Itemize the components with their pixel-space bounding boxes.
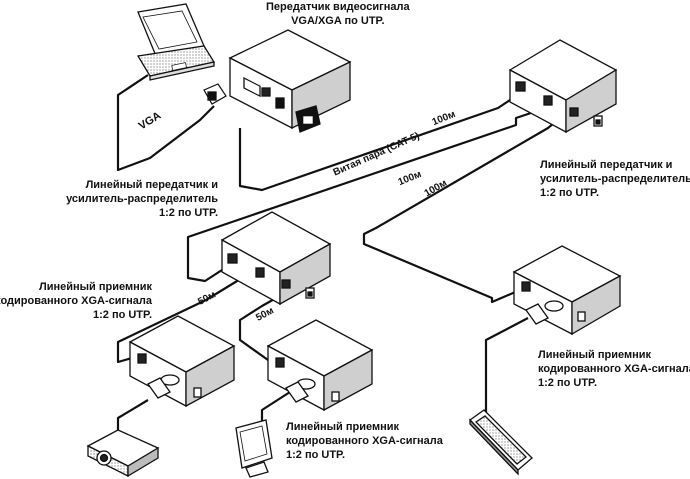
vga-transmitter bbox=[203, 29, 352, 133]
cable-da-to-rx-right bbox=[362, 117, 561, 304]
caption-line: 1:2 по UTP. bbox=[286, 449, 346, 461]
rx-right-caption: Линейный приемник кодированного XGA-сигн… bbox=[538, 348, 690, 390]
caption-line: 1:2 по UTP. bbox=[540, 187, 600, 199]
caption-line: Линейный приемник bbox=[286, 421, 400, 433]
monitor bbox=[235, 419, 273, 478]
caption-line: кодированного XGA-сигнала bbox=[538, 363, 690, 375]
caption-line: кодированного XGA-сигнала bbox=[0, 295, 152, 307]
da-right-caption: Линейный передатчик и усилитель-распреде… bbox=[540, 158, 690, 200]
projector-cable bbox=[116, 399, 149, 430]
caption-line: Линейный приемник bbox=[538, 349, 652, 361]
receiver-middle bbox=[266, 319, 374, 412]
caption-line: усилитель-распределитель bbox=[540, 173, 690, 185]
caption-line: Линейный передатчик и bbox=[85, 179, 218, 191]
rx-bottom-caption: Линейный приемник кодированного XGA-сигн… bbox=[286, 420, 443, 462]
da-left-caption: Линейный передатчик и усилитель-распреде… bbox=[66, 178, 218, 220]
caption-line: Передатчик видеосигнала bbox=[266, 1, 410, 13]
vga-cable bbox=[116, 74, 215, 172]
vga-transmitter-caption: Передатчик видеосигнала VGA/XGA по UTP. bbox=[266, 0, 410, 28]
caption-line: усилитель-распределитель bbox=[66, 193, 218, 205]
projector bbox=[86, 429, 160, 478]
receiver-right bbox=[512, 245, 622, 336]
receiver-left bbox=[128, 315, 236, 408]
distribution-amplifier-right bbox=[508, 39, 618, 134]
caption-line: кодированного XGA-сигнала bbox=[286, 435, 443, 447]
cat5-cable-main bbox=[238, 99, 511, 192]
laptop bbox=[136, 3, 216, 81]
caption-line: 1:2 по UTP. bbox=[158, 207, 218, 219]
caption-line: Линейный передатчик и bbox=[540, 159, 673, 171]
cable-50m-right bbox=[238, 292, 286, 361]
rx-left-caption: Линейный приемник кодированного XGA-сигн… bbox=[0, 280, 152, 322]
plasma-display bbox=[469, 409, 533, 476]
plasma-cable bbox=[484, 317, 529, 418]
caption-line: VGA/XGA по UTP. bbox=[291, 15, 385, 27]
cable-da-to-da-left bbox=[186, 108, 541, 283]
caption-line: Линейный приемник bbox=[38, 281, 152, 293]
caption-line: 1:2 по UTP. bbox=[538, 377, 598, 389]
distribution-amplifier-left bbox=[220, 211, 332, 306]
caption-line: 1:2 по UTP. bbox=[92, 309, 152, 321]
